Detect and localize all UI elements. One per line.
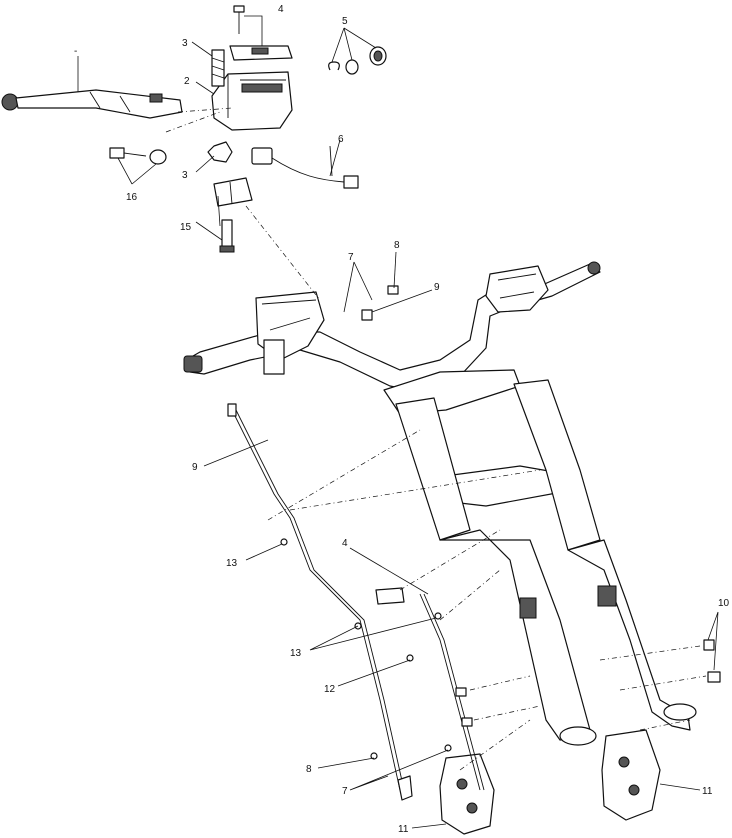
callout-7-upper: 7 (348, 252, 354, 263)
callout-6: 6 (338, 134, 344, 145)
callout-11-left: 11 (398, 824, 409, 835)
left-caliper (439, 753, 495, 835)
piston-spring (211, 49, 225, 87)
brake-hose (227, 403, 485, 801)
left-master-cylinder (255, 291, 325, 375)
callout-13-lower: 13 (290, 648, 302, 659)
right-master-cylinder (485, 265, 549, 313)
callout-7-lower: 7 (342, 786, 348, 797)
callout-1: - (74, 46, 77, 57)
master-cylinder-body (211, 71, 293, 131)
callout-16: 16 (126, 192, 138, 203)
callout-2: 2 (184, 76, 190, 87)
callout-8-lower: 8 (306, 764, 312, 775)
callout-labels: - 2 3 3 4 4 5 6 7 7 8 8 9 9 10 11 11 12 … (74, 4, 730, 835)
callout-11-right: 11 (702, 786, 713, 797)
callout-12: 12 (324, 684, 336, 695)
reservoir-seal-parts (328, 46, 387, 75)
callout-9-lower: 9 (192, 462, 198, 473)
callout-13-upper: 13 (226, 558, 238, 569)
reservoir-cover (229, 45, 293, 61)
dashed-alignment-lines (165, 107, 707, 771)
callout-4-top: 4 (278, 4, 284, 15)
leader-lines (77, 15, 719, 829)
callout-15: 15 (180, 222, 192, 233)
brake-light-switch-wire (251, 145, 359, 189)
nut-and-clamp (207, 141, 253, 253)
fork-assembly (383, 369, 697, 746)
callout-10: 10 (718, 598, 730, 609)
small-fasteners (280, 285, 721, 760)
banjo-bolt-parts (109, 147, 167, 165)
callout-5: 5 (342, 16, 348, 27)
cover-screw (233, 5, 245, 34)
right-caliper (601, 729, 661, 821)
callout-4-lower: 4 (342, 538, 348, 549)
callout-9-upper: 9 (434, 282, 440, 293)
callout-3-nut: 3 (182, 170, 188, 181)
callout-8-upper: 8 (394, 240, 400, 251)
brake-lever (1, 89, 183, 119)
callout-3-top: 3 (182, 38, 188, 49)
